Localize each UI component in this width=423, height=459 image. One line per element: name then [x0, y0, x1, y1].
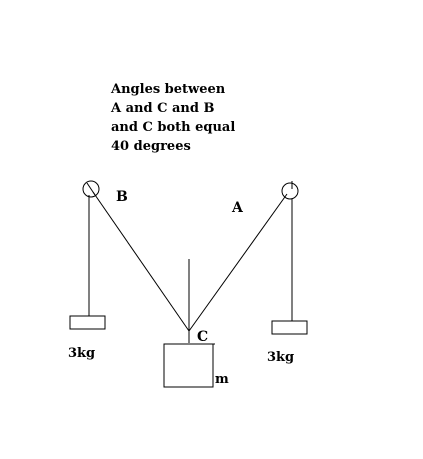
center-mass-box: [163, 343, 214, 388]
label-m: m: [215, 372, 229, 387]
label-left-mass: 3kg: [68, 346, 95, 361]
note-line-4: 40 degrees: [111, 139, 191, 154]
note-line-2: A and C and B: [110, 101, 214, 116]
note-line-3: and C both equal: [111, 120, 235, 135]
note-line-1: Angles between: [110, 82, 226, 97]
label-a: A: [231, 200, 244, 216]
right-pulley: [281, 182, 299, 200]
label-c: C: [197, 329, 208, 345]
rope-a: [188, 193, 288, 332]
label-right-mass: 3kg: [267, 350, 294, 365]
label-b: B: [116, 189, 128, 205]
right-weight: [271, 320, 308, 335]
left-weight: [69, 315, 106, 330]
rope-b: [92, 191, 190, 332]
